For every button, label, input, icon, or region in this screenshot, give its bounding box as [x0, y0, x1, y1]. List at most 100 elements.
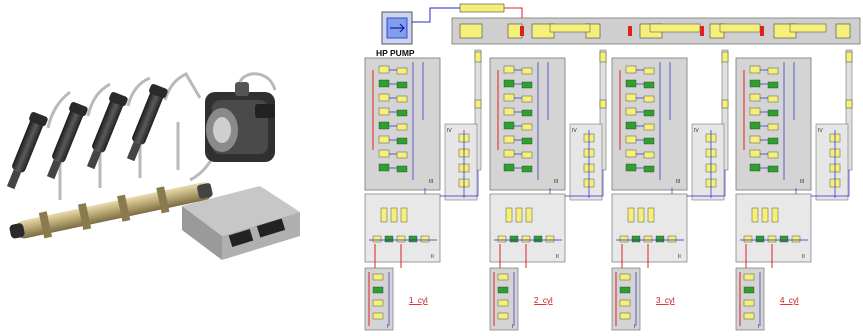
block-component	[792, 236, 800, 242]
hp-pump-label: HP PUMP	[376, 48, 415, 58]
roman-two-label: II	[556, 254, 559, 260]
hp-line-fitting	[475, 52, 481, 62]
block-component	[768, 68, 778, 74]
cylinder-label: 4_cyl	[780, 296, 799, 305]
block-two	[490, 194, 565, 262]
block-component	[744, 300, 754, 306]
block-component	[626, 164, 636, 171]
block-component	[373, 313, 383, 319]
block-component	[644, 96, 654, 102]
block-component	[522, 82, 532, 88]
rail-component	[460, 24, 482, 38]
roman-two-label: II	[678, 254, 681, 260]
block-component	[504, 136, 514, 143]
common-rail-photo	[0, 0, 355, 336]
hp-line-fitting	[600, 100, 606, 108]
injector-icon	[2, 83, 168, 191]
block-component	[522, 96, 532, 102]
block-component	[379, 94, 389, 101]
block-component	[379, 80, 389, 87]
block-component	[756, 236, 764, 242]
block-component	[379, 136, 389, 143]
block-component	[409, 236, 417, 242]
cylinder-module-2: IIIIVIII2_cyl	[490, 50, 606, 330]
block-component	[522, 124, 532, 130]
cylinder-module-1: IIIIVIII1_cyl	[365, 50, 481, 330]
block-component	[626, 94, 636, 101]
block-component	[644, 124, 654, 130]
block-component	[385, 236, 393, 242]
rail-marker	[520, 26, 524, 36]
block-component	[498, 236, 506, 242]
block-component	[750, 94, 760, 101]
roman-two-label: II	[431, 254, 434, 260]
block-component	[522, 110, 532, 116]
block-component	[768, 110, 778, 116]
hp-pump-block: HP PUMP	[376, 12, 415, 58]
hp-line-fitting	[846, 100, 852, 108]
block-component	[620, 313, 630, 319]
block-component	[504, 108, 514, 115]
block-component	[522, 236, 530, 242]
block-component	[504, 164, 514, 171]
block-component	[750, 66, 760, 73]
block-component	[379, 108, 389, 115]
block-component	[504, 150, 514, 157]
block-component	[772, 208, 778, 222]
block-component	[504, 122, 514, 129]
block-component	[768, 96, 778, 102]
rail-marker	[700, 26, 704, 36]
block-component	[401, 208, 407, 222]
block-component	[506, 208, 512, 222]
block-component	[498, 300, 508, 306]
roman-three-label: III	[676, 179, 680, 185]
roman-four-label: IV	[818, 128, 823, 134]
block-component	[628, 208, 634, 222]
roman-one-label: I	[758, 324, 759, 330]
block-component	[644, 138, 654, 144]
roman-four-label: IV	[447, 128, 452, 134]
roman-one-label: I	[387, 324, 388, 330]
block-component	[510, 236, 518, 242]
cylinder-label: 3_cyl	[656, 296, 675, 305]
roman-one-label: I	[634, 324, 635, 330]
block-two	[365, 194, 440, 262]
block-component	[379, 164, 389, 171]
block-two	[736, 194, 811, 262]
block-component	[744, 287, 754, 293]
rail-segment	[720, 24, 760, 32]
hp-line-fitting	[722, 52, 728, 62]
block-component	[397, 138, 407, 144]
block-component	[522, 138, 532, 144]
roman-two-label: II	[802, 254, 805, 260]
block-component	[750, 136, 760, 143]
block-component	[620, 300, 630, 306]
block-component	[397, 82, 407, 88]
hp-line-fitting	[846, 52, 852, 62]
block-component	[750, 80, 760, 87]
block-component	[744, 313, 754, 319]
block-component	[768, 166, 778, 172]
block-component	[744, 236, 752, 242]
block-component	[632, 236, 640, 242]
rail-segment	[550, 24, 590, 32]
block-component	[397, 110, 407, 116]
cylinder-module-3: IIIIVIII3_cyl	[612, 50, 728, 330]
block-component	[638, 208, 644, 222]
block-component	[768, 124, 778, 130]
roman-three-label: III	[800, 179, 804, 185]
block-component	[397, 68, 407, 74]
block-component	[504, 80, 514, 87]
block-component	[644, 236, 652, 242]
roman-four-label: IV	[572, 128, 577, 134]
block-component	[397, 236, 405, 242]
block-component	[752, 208, 758, 222]
rail-segment	[650, 24, 700, 32]
block-component	[522, 166, 532, 172]
roman-three-label: III	[554, 179, 558, 185]
block-component	[373, 274, 383, 280]
block-component	[644, 152, 654, 158]
block-component	[768, 236, 776, 242]
block-component	[750, 164, 760, 171]
block-component	[750, 108, 760, 115]
